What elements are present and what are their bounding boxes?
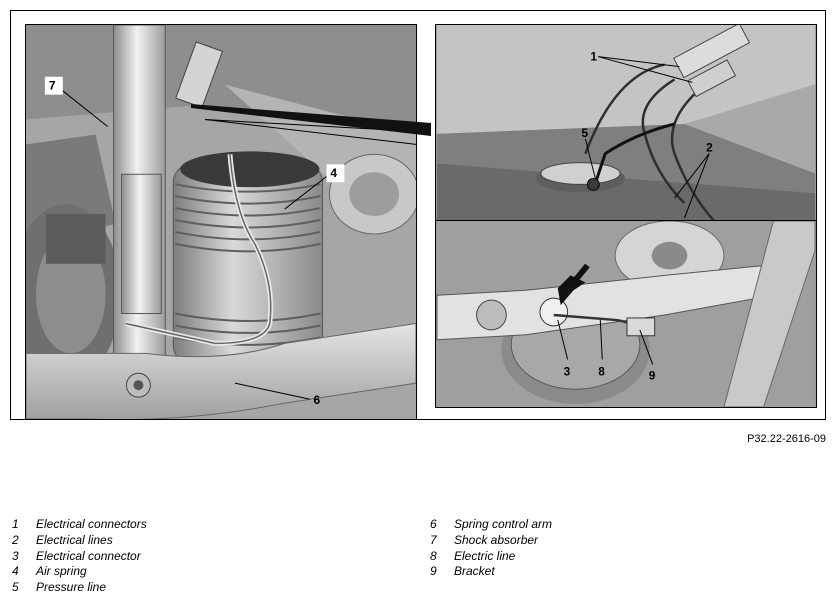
legend-item: 4 Air spring — [12, 564, 147, 580]
detail-illustration-top: 1 5 2 — [436, 25, 816, 221]
legend-text: Air spring — [36, 564, 87, 579]
callout-7: 7 — [49, 79, 56, 93]
detail-panel-bottom: 3 8 9 — [435, 220, 817, 408]
legend-number: 8 — [430, 548, 437, 563]
legend-right: 6 Spring control arm 7 Shock absorber 8 Ele… — [430, 517, 552, 580]
callout-5: 5 — [581, 126, 588, 140]
main-illustration: 7 4 6 — [26, 25, 416, 419]
legend-number: 5 — [12, 580, 19, 595]
legend-number: 1 — [12, 517, 19, 531]
legend-item: 3 Electrical connector — [12, 549, 147, 565]
zoom-connector — [191, 104, 431, 136]
legend-item: 1 Electrical connectors — [12, 517, 147, 533]
legend-text: Spring control arm — [454, 517, 553, 531]
legend-item: 5 Pressure line — [12, 580, 147, 596]
legend-text: Bracket — [454, 564, 495, 579]
detail-panel-top: 1 5 2 — [435, 24, 817, 222]
callout-2: 2 — [706, 141, 713, 155]
legend-text: Electrical connectors — [36, 517, 147, 531]
main-illustration-panel: 7 4 6 — [25, 24, 417, 420]
callout-6: 6 — [314, 393, 321, 407]
legend-item: 7 Shock absorber — [430, 533, 552, 549]
legend-item: 8 Electric line — [430, 549, 552, 565]
legend-text: Electrical connector — [36, 548, 141, 563]
legend-number: 6 — [430, 517, 437, 531]
figure-id: P32.22-2616-09 — [747, 433, 826, 445]
legend-number: 2 — [12, 532, 19, 547]
callout-9: 9 — [649, 368, 656, 382]
legend-number: 7 — [430, 532, 437, 547]
callout-1: 1 — [590, 50, 597, 64]
legend-number: 3 — [12, 548, 19, 563]
legend-text: Shock absorber — [454, 532, 539, 547]
legend-number: 9 — [430, 564, 437, 579]
legend-number: 4 — [12, 564, 19, 579]
legend-text: Electrical lines — [36, 532, 113, 547]
figure-frame: 7 4 6 — [10, 10, 826, 420]
detail-illustration-bottom: 3 8 9 — [436, 221, 816, 407]
legend-item: 6 Spring control arm — [430, 517, 552, 533]
callout-8: 8 — [598, 364, 605, 378]
legend-item: 9 Bracket — [430, 564, 552, 580]
legend-text: Pressure line — [36, 580, 107, 595]
legend-text: Electric line — [454, 548, 516, 563]
callout-3: 3 — [564, 364, 571, 378]
legend-item: 2 Electrical lines — [12, 533, 147, 549]
legend-left: 1 Electrical connectors 2 Electrical lines… — [12, 517, 147, 596]
callout-4: 4 — [330, 166, 337, 180]
